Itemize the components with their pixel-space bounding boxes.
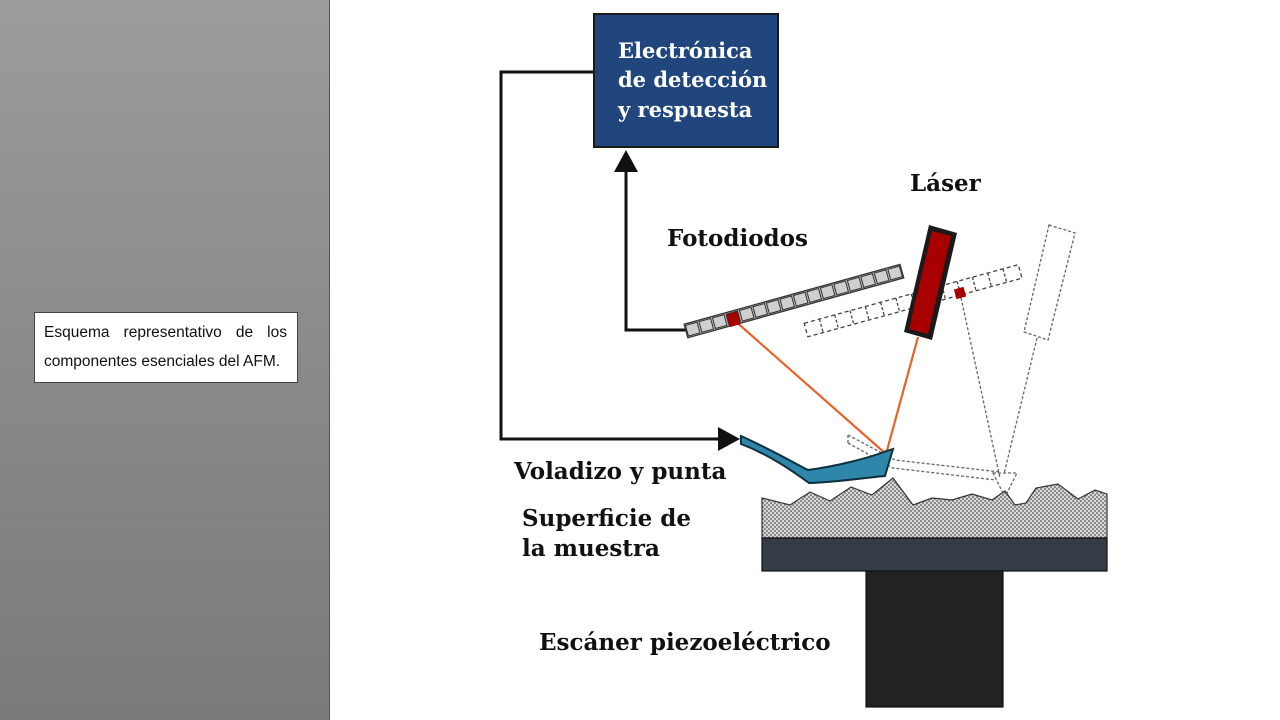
ghost-laser-spot <box>953 286 967 300</box>
photodiode-cell <box>698 317 715 333</box>
photodiode-cell <box>752 302 769 318</box>
electronics-label-line2: de detección <box>618 67 767 92</box>
photodiode-cell <box>765 299 782 315</box>
laser-source <box>904 225 957 340</box>
sample-stage <box>761 537 1108 572</box>
afm-diagram: Electrónica de detección y respuesta Lás… <box>499 13 1108 708</box>
electronics-label-line1: Electrónica <box>618 38 753 63</box>
ghost-photodiode-divider <box>849 310 855 325</box>
feedback-loop <box>499 70 740 451</box>
electronics-box: Electrónica de detección y respuesta <box>593 13 779 148</box>
ghost-photodiode-divider <box>1002 268 1008 283</box>
photodiode-cell <box>711 314 728 330</box>
ghost-photodiode-divider <box>987 272 993 287</box>
sample-surface <box>761 477 1108 539</box>
laser-label: Láser <box>910 170 982 197</box>
cantilever-and-tip <box>740 434 895 485</box>
photodiode-cell <box>738 306 755 322</box>
piezo-scanner <box>865 570 1004 708</box>
ghost-photodiode-divider <box>818 318 824 333</box>
displaced-ghost-elements <box>847 224 1076 499</box>
caption-text: Esquema representativo de los componente… <box>44 324 287 370</box>
laser-beam <box>733 319 920 455</box>
surface-label-line1: Superficie de <box>522 505 691 532</box>
photodiode-cell <box>860 272 876 289</box>
ghost-photodiode-divider <box>880 302 885 317</box>
photodiode-cell <box>873 269 890 285</box>
photodiode-cell <box>846 276 863 292</box>
photodiode-array <box>683 263 905 339</box>
photodiodes-label: Fotodiodos <box>667 225 808 252</box>
photodiode-cell <box>779 295 796 311</box>
photodiode-cell <box>792 291 809 307</box>
scanner-label: Escáner piezoeléctrico <box>539 629 831 656</box>
ghost-photodiode-divider <box>864 306 870 321</box>
photodiode-cell <box>806 287 823 303</box>
ghost-photodiode-divider <box>895 297 901 312</box>
photodiode-cell <box>833 280 850 296</box>
laser-spot <box>726 313 741 328</box>
caption-box: Esquema representativo de los componente… <box>34 312 298 383</box>
surface-label-line2: la muestra <box>522 535 660 562</box>
photodiode-cell <box>819 284 836 300</box>
cantilever-label: Voladizo y punta <box>513 458 726 485</box>
photodiode-cell <box>887 265 903 281</box>
left-panel: Esquema representativo de los componente… <box>0 0 330 720</box>
photodiode-cell <box>684 321 701 337</box>
ghost-photodiode-divider <box>971 277 977 291</box>
electronics-label-line3: y respuesta <box>617 97 753 122</box>
ghost-photodiode-divider <box>834 314 840 329</box>
